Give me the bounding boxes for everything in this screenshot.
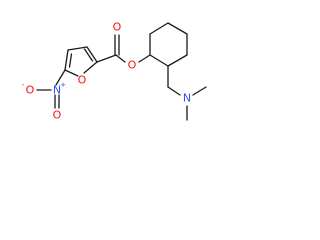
nitro-minus-charge: -	[22, 81, 25, 89]
bond-furan-c2-c3	[86, 46, 98, 63]
bond-ch2-amine-n	[167, 86, 181, 96]
bond-furan-c4-c5	[64, 49, 69, 71]
atom-label-nitro-nitrogen: N	[53, 84, 61, 97]
bond-furan-o-c2	[83, 61, 98, 74]
bond-furan-c2-c3-double	[83, 48, 94, 62]
ester-group	[96, 34, 151, 63]
bond-cy-c3-c4	[167, 22, 188, 35]
furan-ring	[64, 46, 98, 77]
bond-ester-o-ring-c	[138, 54, 151, 63]
atom-label-nitro-oxygen-double: O	[53, 109, 62, 122]
bond-furan-c3-c4	[67, 46, 88, 51]
bond-carbonyl-c-ester-o	[115, 54, 126, 63]
bond-c2-carbonyl-c	[96, 54, 117, 63]
atom-label-nitro-oxygen-single: O	[26, 84, 35, 97]
nitro-group	[36, 69, 66, 109]
bond-amine-n-methyl-right	[192, 86, 207, 96]
nitro-plus-charge: +	[60, 81, 66, 89]
chemical-structure-diagram: O O O N + O - O N	[22, 21, 207, 122]
atom-label-ester-oxygen: O	[128, 59, 137, 72]
dimethylaminomethyl-group	[167, 65, 207, 121]
bond-furan-c4-c5-double	[68, 53, 73, 68]
atom-label-amine-nitrogen: N	[183, 92, 191, 105]
bond-c5-nitro-n	[55, 69, 66, 86]
bond-cy-c5-c6	[167, 54, 188, 67]
cyclohexane-ring	[149, 22, 188, 67]
bond-cy-c6-c1	[149, 54, 169, 67]
bond-furan-c5-o	[64, 69, 79, 77]
bond-cy-c2-c3	[149, 22, 169, 35]
atom-label-furan-oxygen: O	[78, 74, 87, 87]
atom-label-carbonyl-oxygen: O	[113, 21, 122, 34]
